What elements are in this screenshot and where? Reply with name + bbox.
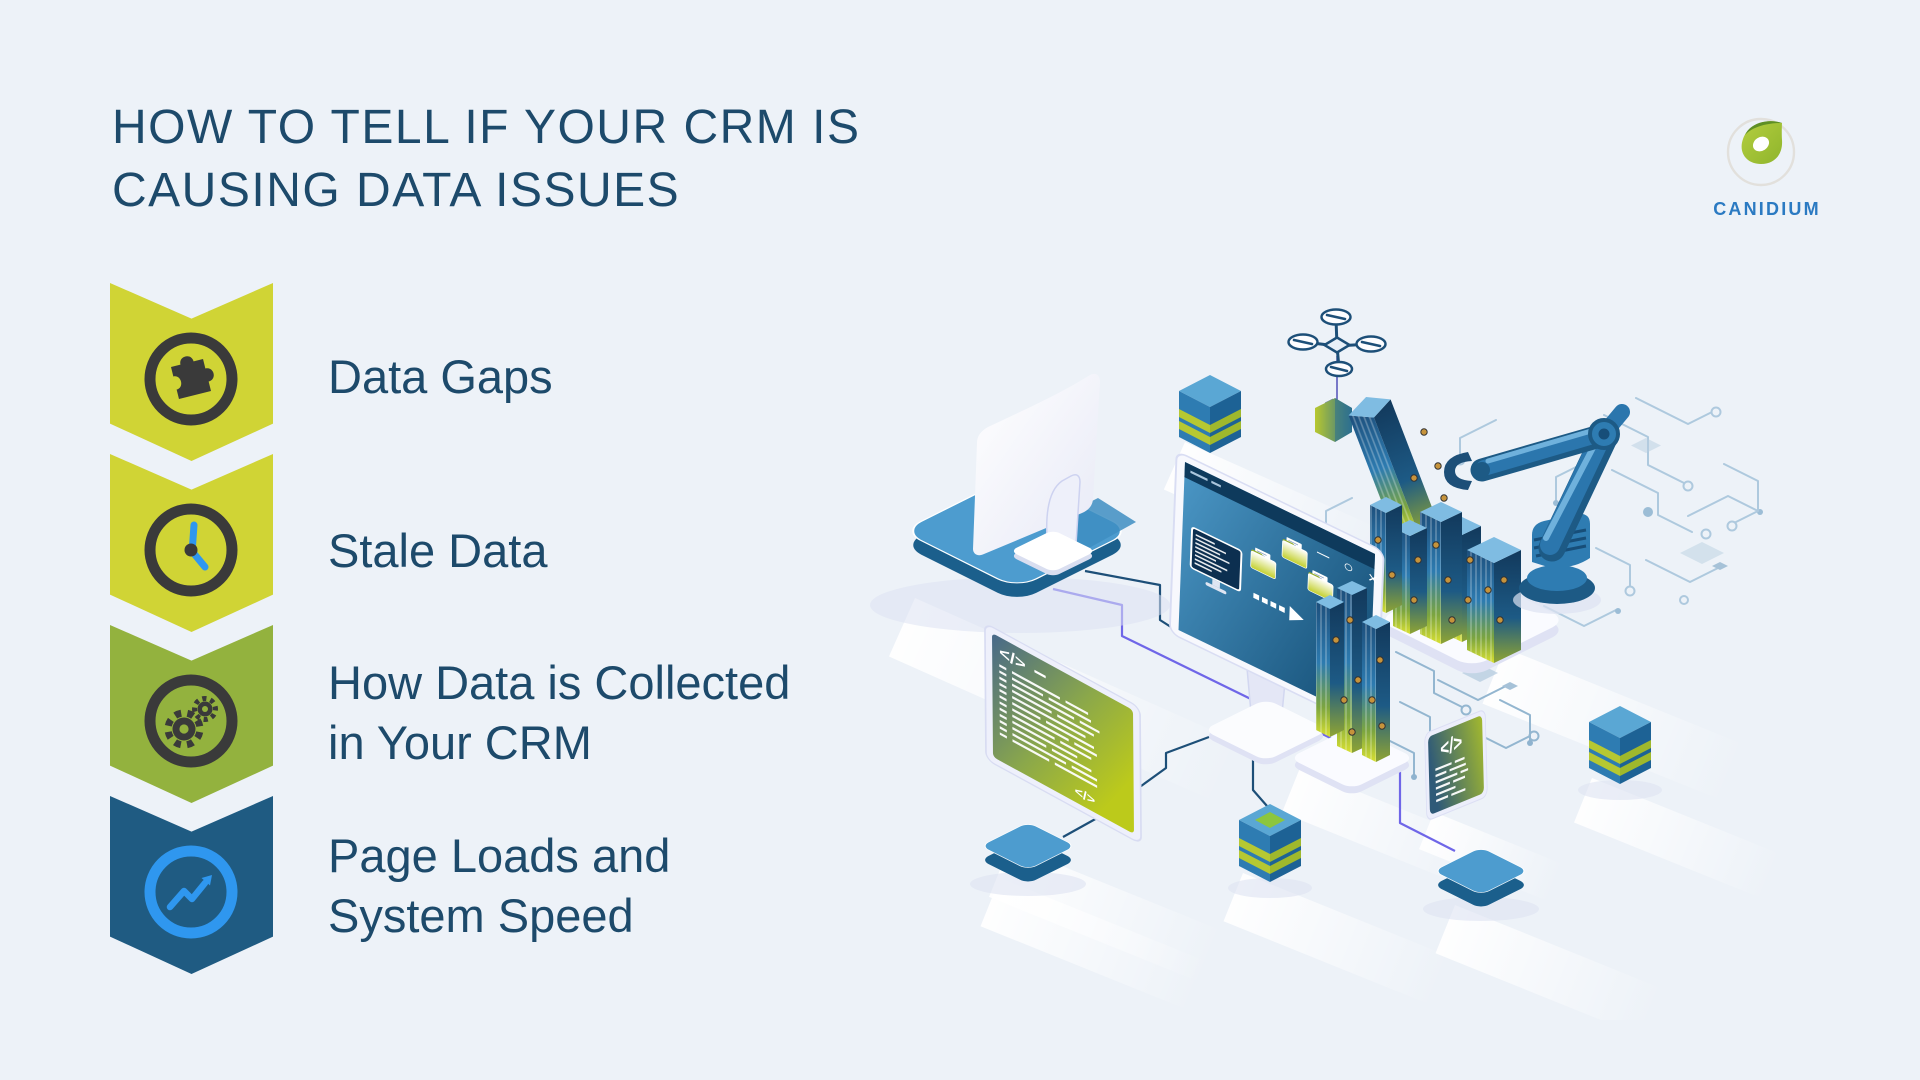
code-glyph-tile: </> — [1440, 730, 1462, 763]
code-panel: </> </> — [984, 625, 1142, 842]
drone — [1287, 308, 1387, 442]
chevron-item-data-collection — [110, 625, 273, 803]
pad-right — [1423, 849, 1539, 921]
screen-folder-1 — [1250, 547, 1277, 580]
canidium-logo: CANIDIUM — [1700, 108, 1834, 220]
puzzle-icon — [144, 332, 238, 426]
chevron-item-stale-data — [110, 454, 273, 632]
server-stack-top — [1179, 375, 1241, 453]
item-label-page-loads: Page Loads and System Speed — [328, 829, 671, 942]
mini-code-monitor — [1189, 527, 1243, 595]
chevron-item-page-loads — [110, 796, 273, 974]
page-title-line1: HOW TO TELL IF YOUR CRM IS — [112, 101, 861, 154]
code-tile: </> — [1424, 710, 1488, 820]
transfer-arrow — [1253, 592, 1304, 621]
isometric-data-illustration: ─ ○ × — [870, 308, 1783, 1020]
desktop-computer — [870, 373, 1170, 633]
canidium-logo-icon — [1726, 117, 1796, 187]
item-label-data-gaps: Data Gaps — [328, 350, 553, 403]
robot-claw — [1444, 452, 1472, 490]
trend-up-icon — [144, 845, 238, 939]
page-title: HOW TO TELL IF YOUR CRM IS CAUSING DATA … — [112, 96, 860, 222]
pad-left — [970, 824, 1086, 896]
chevron-item-data-gaps — [110, 283, 273, 461]
gold-data-dots — [1374, 428, 1508, 624]
canidium-logo-text: CANIDIUM — [1713, 199, 1821, 219]
robot-arm — [1444, 404, 1630, 614]
item-label-stale-data: Stale Data — [328, 524, 548, 577]
server-stack-right — [1578, 706, 1662, 800]
drone-folder — [1315, 397, 1352, 442]
data-bars — [1370, 428, 1521, 663]
screen-folder-3 — [1307, 570, 1334, 602]
screen-title-bar — [1184, 462, 1376, 570]
page-title-line2: CAUSING DATA ISSUES — [112, 164, 681, 217]
front-data-bars — [1294, 581, 1410, 794]
screen-folder-2 — [1281, 537, 1308, 569]
item-label-data-collection: How Data is Collected in Your CRM — [328, 656, 791, 769]
gears-icon — [144, 674, 238, 768]
clock-icon — [144, 503, 238, 597]
server-stack-mid — [1228, 804, 1312, 898]
leaning-data-bar — [1348, 396, 1436, 535]
